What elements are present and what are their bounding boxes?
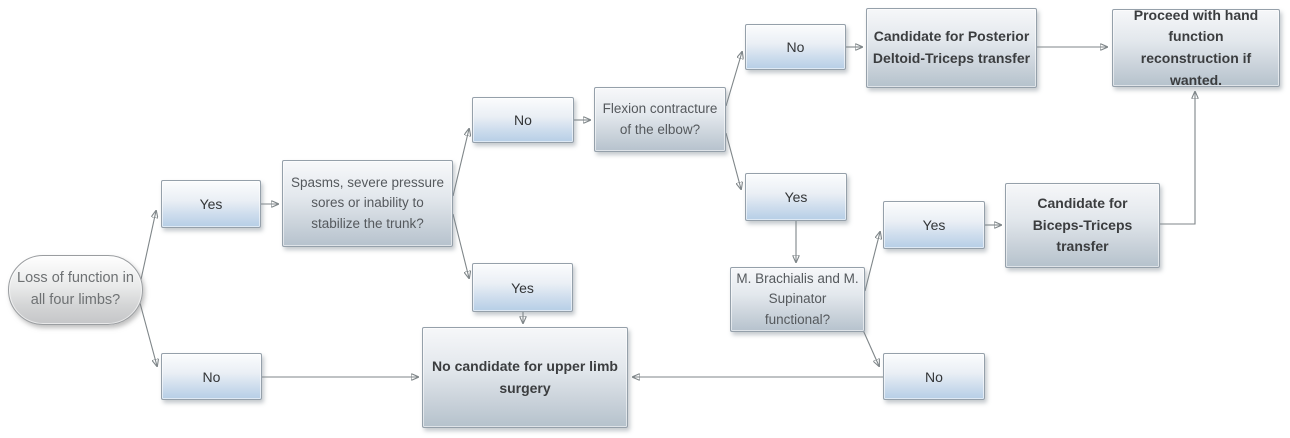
node-outcome-no-candidate: No candidate for upper limb surgery — [422, 327, 628, 428]
node-label: No candidate for upper limb surgery — [432, 357, 618, 396]
node-label: No — [925, 368, 943, 385]
node-branch-no-4: No — [883, 353, 985, 400]
edge-start-to-no1 — [139, 302, 157, 366]
node-label: Flexion contracture of the elbow? — [602, 101, 718, 137]
edge-brachialis-to-no4 — [862, 329, 879, 366]
node-branch-yes-3: Yes — [745, 173, 847, 221]
edge-flexion-to-yes3 — [725, 132, 741, 189]
node-label: Yes — [199, 196, 223, 212]
edge-brachialis-to-yes4 — [864, 232, 880, 292]
node-question-flexion-contracture: Flexion contracture of the elbow? — [594, 87, 726, 152]
node-question-brachialis-supinator: M. Brachialis and M. Supinator functiona… — [730, 267, 865, 332]
node-branch-no-2: No — [472, 97, 574, 143]
node-label: Spasms, severe pressure sores or inabili… — [290, 175, 445, 231]
edge-spasms-to-yes2 — [452, 213, 469, 278]
node-label: Yes — [784, 189, 808, 205]
node-label: Proceed with hand function reconstructio… — [1133, 6, 1259, 88]
node-label: Candidate for Posterior Deltoid-Triceps … — [872, 28, 1031, 66]
node-branch-no-3: No — [745, 24, 846, 70]
node-outcome-biceps-triceps: Candidate for Biceps-Triceps transfer — [1005, 183, 1160, 268]
node-start-loss-of-function: Loss of function in all four limbs? — [8, 255, 143, 325]
node-label: Yes — [511, 279, 534, 296]
node-question-spasms: Spasms, severe pressure sores or inabili… — [282, 160, 453, 247]
node-outcome-posterior-deltoid-triceps: Candidate for Posterior Deltoid-Triceps … — [866, 8, 1037, 88]
node-label: Candidate for Biceps-Triceps transfer — [1032, 194, 1133, 255]
edge-spasms-to-no2 — [452, 129, 469, 197]
edge-biceps-to-proceed — [1160, 92, 1195, 225]
node-outcome-hand-function-reconstruction: Proceed with hand function reconstructio… — [1112, 7, 1280, 88]
node-label: M. Brachialis and M. Supinator functiona… — [736, 271, 859, 327]
node-branch-yes-4: Yes — [883, 201, 985, 249]
node-branch-no-1: No — [161, 353, 262, 400]
node-branch-yes-2: Yes — [472, 263, 573, 312]
edge-start-to-yes1 — [139, 211, 156, 285]
node-label: No — [202, 368, 221, 385]
node-label: Loss of function in all four limbs? — [17, 270, 134, 308]
edge-flexion-to-no3 — [725, 52, 742, 107]
node-label: Yes — [922, 217, 946, 233]
node-branch-yes-1: Yes — [161, 180, 261, 228]
node-label: No — [786, 39, 805, 55]
node-label: No — [514, 112, 532, 128]
